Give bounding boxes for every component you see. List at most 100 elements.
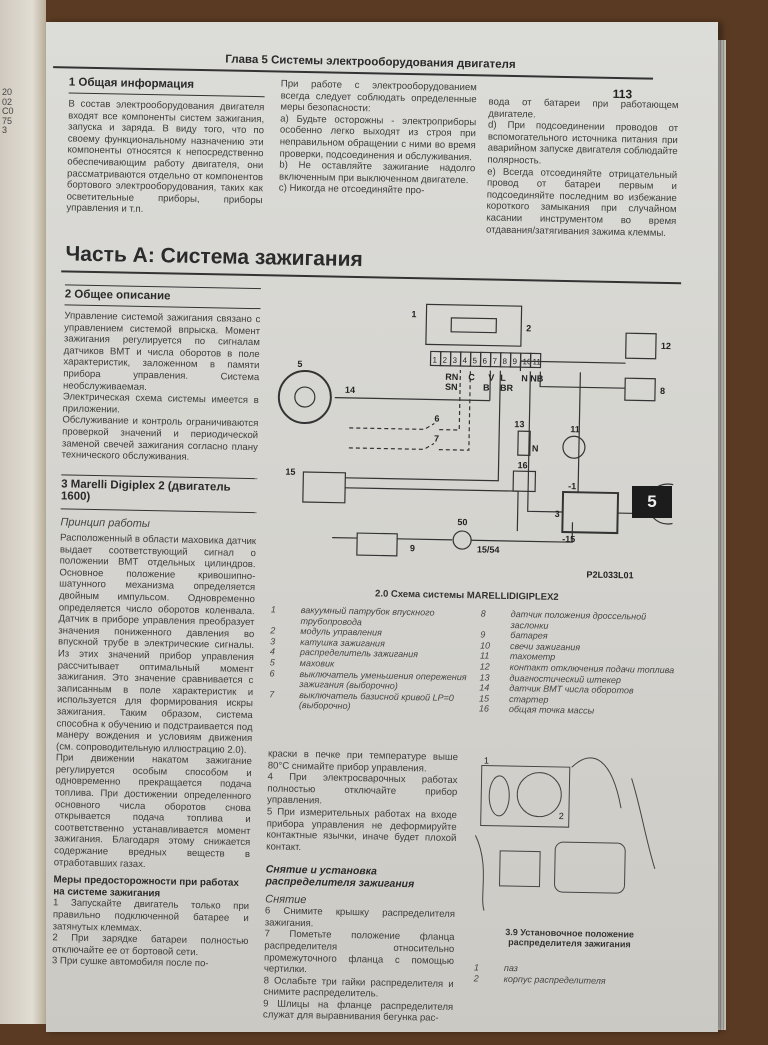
- inset-frame: [480, 764, 571, 828]
- legend-number: 15: [479, 693, 490, 704]
- legend-text: корпус распределителя: [503, 973, 606, 986]
- legend-number: 3: [270, 636, 276, 647]
- flywheel-shape: [277, 370, 332, 425]
- legend-number: 12: [479, 661, 490, 672]
- figure-2-0-caption: 2.0 Схема системы MARELLIDIGIPLEX2: [374, 588, 559, 603]
- terminal-label: 50: [457, 517, 467, 527]
- step-3: 3 При сушке автомобиля после по-: [51, 955, 209, 970]
- distributor-drawing: [554, 841, 626, 894]
- legend-number: 14: [479, 682, 490, 693]
- section-2-body: Управление системой зажигания связано с …: [62, 310, 261, 464]
- section-1-title: 1 Общая информация: [68, 76, 195, 91]
- step-5: 5 При измерительных работах на входе при…: [266, 806, 457, 853]
- wire-label: NB: [530, 373, 544, 383]
- legend-number: 13: [479, 672, 490, 683]
- wire-label: C: [468, 372, 475, 382]
- throttle-sensor-shape: [624, 377, 656, 402]
- safety-intro: При работе с электрооборудованием всегда…: [280, 78, 477, 115]
- safety-item-a: a) Будьте осторожны - электроприборы осо…: [279, 113, 477, 163]
- distributor-body-drawing: [516, 772, 562, 818]
- legend-text: выключатель базисной кривой LP=0 (выборо…: [298, 689, 454, 712]
- legend-number: 10: [480, 640, 491, 651]
- legend-number: 5: [269, 657, 275, 668]
- removal-title: Снятие и установка распределителя зажига…: [265, 863, 415, 891]
- terminal-label: 15/54: [477, 544, 500, 554]
- component-number: 6: [434, 414, 439, 424]
- legend-text: батарея: [510, 630, 548, 641]
- pin-number: 6: [482, 356, 487, 365]
- section-1-body: В состав электрооборудования двигателя в…: [66, 98, 265, 216]
- sensor-wire: [334, 370, 491, 402]
- step-7: 7 Пометьте положение фланца распределите…: [263, 928, 455, 976]
- component-number: 14: [345, 385, 355, 395]
- control-module-shape: [425, 303, 523, 347]
- legend-number: 16: [478, 703, 490, 714]
- section-3-body: Расположенный в области маховика датчик …: [52, 532, 256, 971]
- coil-shape: [561, 490, 620, 535]
- starter-shape: [302, 471, 347, 504]
- section-3-title: 3 Marelli Digiplex 2 (двигатель 1600): [60, 478, 231, 503]
- component-number: 7: [434, 434, 439, 444]
- battery-wires: [332, 536, 453, 541]
- flange-drawing: [488, 775, 510, 817]
- section-3-col2: краски в печке при температуре выше 80°C…: [263, 748, 458, 1025]
- legend-number: 1: [270, 604, 276, 615]
- pin-box: [529, 352, 542, 369]
- section-3-paragraph: При движении накатом зажигание регулируе…: [53, 752, 252, 870]
- legend-number: 6: [269, 667, 275, 679]
- legend-text: общая точка массы: [508, 704, 595, 716]
- section-1-rule: [68, 92, 265, 98]
- component-number: 3: [555, 509, 560, 519]
- ignition-switch-shape: [452, 530, 472, 550]
- section-3-rule: [60, 508, 257, 514]
- legend-text: маховик: [299, 657, 335, 669]
- starter-wires: [345, 370, 519, 532]
- component-number: 5: [297, 359, 302, 369]
- book-page: Глава 5 Системы электрооборудования двиг…: [46, 22, 718, 1032]
- flywheel-hub-shape: [294, 386, 316, 408]
- terminal-label: -1: [568, 481, 576, 491]
- section-2-title: 2 Общее описание: [64, 288, 171, 303]
- pin-number: 8: [502, 357, 507, 366]
- part-a-rule: [61, 270, 682, 284]
- ignition-wire: [471, 522, 574, 543]
- component-number: 16: [517, 460, 527, 470]
- section-2-rule: [64, 304, 261, 310]
- section-3-paragraph: Расположенный в области маховика датчик …: [55, 532, 257, 756]
- hoses-drawing: [475, 757, 656, 911]
- component-number: 2: [526, 323, 531, 333]
- wire-label: SN: [445, 382, 458, 392]
- legend-number: 11: [479, 650, 490, 662]
- diag-connector-shape: [517, 430, 531, 456]
- wire-label: V: [488, 373, 494, 383]
- component-number: 8: [660, 386, 665, 396]
- section-1-col2: При работе с электрооборудованием всегда…: [279, 79, 477, 199]
- pin-number: 4: [462, 356, 467, 365]
- legend-number: 8: [480, 608, 486, 619]
- running-head: Глава 5 Системы электрооборудования двиг…: [225, 53, 516, 72]
- legend-number: 9: [480, 629, 486, 640]
- previous-page-margin-text: 2002C0753: [2, 87, 14, 135]
- pin-number: 5: [472, 356, 477, 365]
- battery-shape: [356, 532, 398, 557]
- module-connector-shape: [450, 317, 497, 334]
- component-number: 15: [285, 467, 295, 477]
- engine-block-drawing: [498, 850, 541, 888]
- wire-label: B: [483, 382, 490, 392]
- component-number: 12: [661, 341, 671, 351]
- fuel-cutoff-shape: [625, 332, 657, 360]
- figure-3-9-caption: 3.9 Установочное положение распределител…: [505, 926, 635, 950]
- wire-label: BR: [500, 383, 514, 393]
- figure-code: P2L033L01: [586, 569, 633, 580]
- ground-point-shape: [512, 470, 537, 493]
- pin-number: 2: [442, 356, 447, 365]
- pin-number: 7: [492, 357, 497, 366]
- callout-2: 2: [559, 811, 564, 821]
- section-2-paragraph: Управление системой зажигания связано с …: [62, 310, 261, 393]
